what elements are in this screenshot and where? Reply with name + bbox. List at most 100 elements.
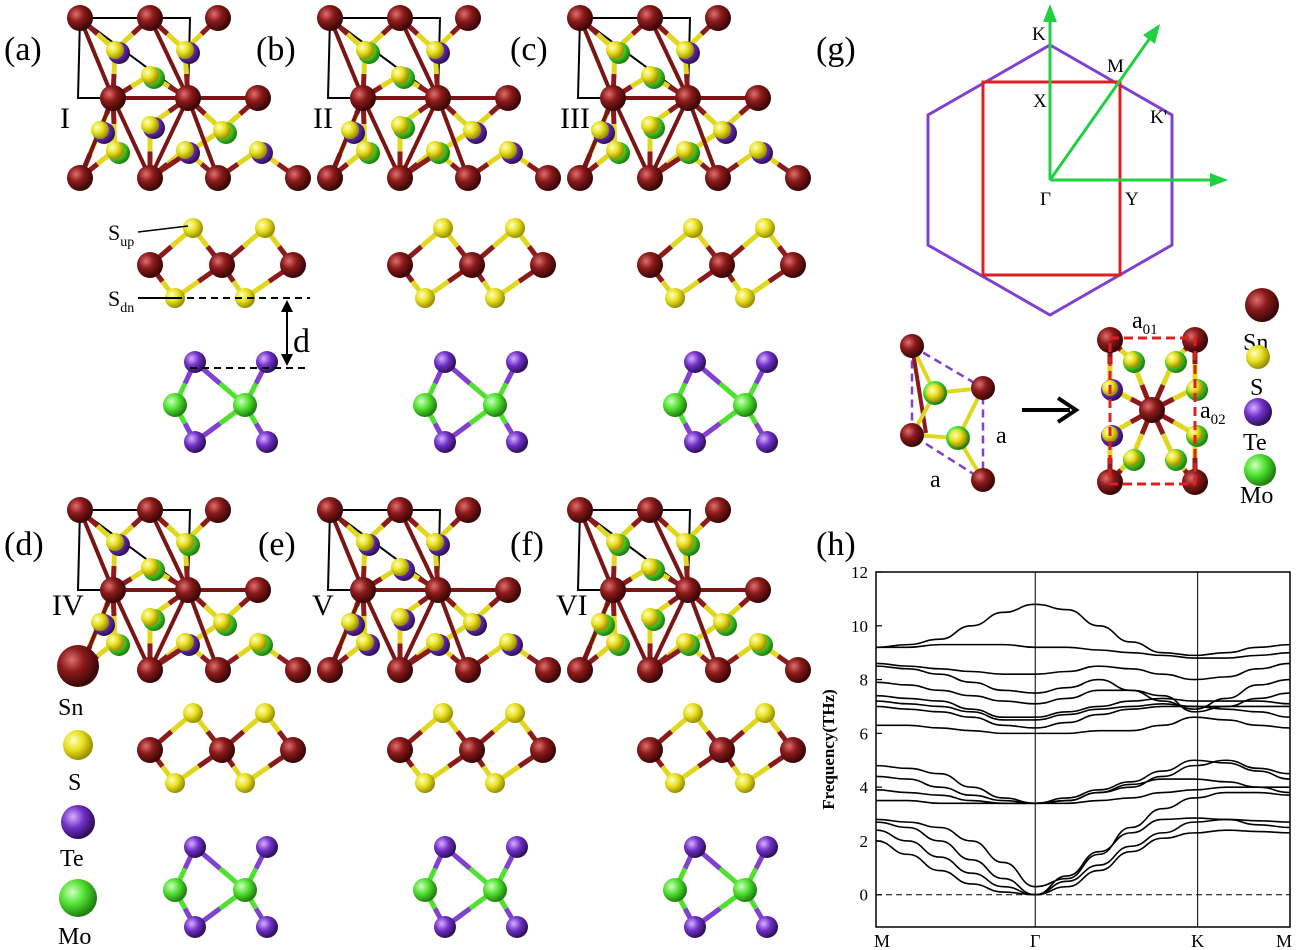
x-tick-label: K bbox=[1191, 931, 1204, 950]
s-atom bbox=[391, 558, 409, 576]
s-atom bbox=[255, 703, 275, 723]
phonon-band bbox=[875, 791, 1291, 888]
mo-atom bbox=[733, 878, 757, 902]
sn-atom bbox=[285, 657, 311, 683]
bond bbox=[686, 97, 720, 179]
sn-atom bbox=[535, 165, 561, 191]
s-atom bbox=[505, 703, 525, 723]
axis-diag-head bbox=[1143, 24, 1160, 44]
sn-atom bbox=[1097, 327, 1123, 353]
s-atom bbox=[676, 141, 694, 159]
bond bbox=[361, 589, 402, 671]
s-atom bbox=[426, 141, 444, 159]
sn-atom bbox=[387, 5, 413, 31]
te-atom bbox=[756, 431, 778, 453]
legend-te-label: Te bbox=[60, 846, 84, 872]
phonon-band bbox=[875, 694, 1291, 719]
bond bbox=[148, 17, 190, 99]
sn-atom bbox=[785, 165, 811, 191]
bond bbox=[148, 589, 190, 671]
phonon-band bbox=[875, 662, 1291, 681]
s-atom bbox=[91, 121, 109, 139]
s-atom bbox=[141, 66, 159, 84]
unit-cell-transform: a a a01 a02 bbox=[900, 308, 1226, 495]
s-atom bbox=[106, 141, 124, 159]
sn-atom bbox=[100, 85, 126, 111]
panel-label-f: (f) bbox=[510, 526, 544, 563]
s-atom bbox=[641, 66, 659, 84]
sn-atom bbox=[137, 657, 163, 683]
sn-atom bbox=[209, 252, 235, 278]
sn-atom bbox=[567, 497, 593, 523]
sn-atom bbox=[205, 497, 231, 523]
s-atom bbox=[141, 116, 159, 134]
sn-atom bbox=[785, 657, 811, 683]
s-atom bbox=[91, 613, 109, 631]
sn-atom bbox=[1139, 397, 1165, 423]
te-atom bbox=[434, 916, 456, 938]
phonon-band bbox=[876, 716, 1291, 735]
sn-atom bbox=[245, 577, 271, 603]
legend-te-atom bbox=[61, 805, 95, 839]
sn-atom bbox=[637, 737, 663, 763]
top-view-structure bbox=[67, 497, 311, 683]
bond bbox=[148, 97, 190, 179]
bond bbox=[398, 509, 440, 591]
te-atom bbox=[684, 836, 706, 858]
top-view-structure bbox=[67, 5, 311, 191]
s-atom bbox=[391, 608, 409, 626]
mo-atom bbox=[663, 393, 687, 417]
sn-atom bbox=[317, 657, 343, 683]
s-atom bbox=[356, 533, 374, 551]
te-atom bbox=[756, 836, 778, 858]
phonon-band bbox=[875, 759, 1291, 805]
panel-label-e: (e) bbox=[258, 526, 296, 563]
bond bbox=[398, 589, 440, 671]
d-label: d bbox=[293, 323, 310, 360]
s-atom bbox=[755, 703, 775, 723]
s-atom bbox=[176, 633, 194, 651]
sn-atom bbox=[137, 252, 163, 278]
te-atom bbox=[184, 836, 206, 858]
bond bbox=[648, 509, 690, 591]
legend-s-atom bbox=[63, 730, 93, 760]
panel-label-h: (h) bbox=[816, 526, 856, 563]
te-atom bbox=[434, 431, 456, 453]
bz-label-kp: K' bbox=[1150, 107, 1167, 128]
s-atom bbox=[499, 141, 517, 159]
mo-atom bbox=[483, 393, 507, 417]
phonon-band bbox=[876, 786, 1290, 805]
s-atom bbox=[391, 116, 409, 134]
s-atom bbox=[141, 558, 159, 576]
s-atom bbox=[463, 613, 481, 631]
s-atom bbox=[749, 633, 767, 651]
sn-atom bbox=[705, 497, 731, 523]
mo-atom bbox=[413, 393, 437, 417]
sn-atom bbox=[530, 737, 556, 763]
sn-atom bbox=[285, 165, 311, 191]
config-label-1: I bbox=[60, 102, 70, 135]
element-legend-left: Sn S Te Mo bbox=[57, 645, 99, 950]
d-arrow-down-head bbox=[281, 354, 293, 366]
bz-label-k: K bbox=[1032, 24, 1046, 45]
panel-label-d: (d) bbox=[4, 526, 44, 563]
s-atom bbox=[1124, 450, 1140, 466]
panel-label-g: (g) bbox=[816, 31, 856, 68]
rectangular-cell-outline bbox=[1108, 336, 1197, 486]
sn-atom bbox=[675, 85, 701, 111]
s-atom bbox=[591, 121, 609, 139]
phonon-band bbox=[875, 603, 1291, 657]
bond bbox=[648, 97, 690, 179]
te-atom bbox=[184, 916, 206, 938]
s-atom bbox=[106, 41, 124, 59]
s-atom bbox=[176, 533, 194, 551]
legend-sn-atom bbox=[57, 645, 99, 687]
sn-atom bbox=[455, 165, 481, 191]
y-tick-label: 6 bbox=[860, 724, 869, 743]
s-atom bbox=[1166, 450, 1182, 466]
s-up-label: Sup bbox=[108, 220, 134, 250]
sn-atom bbox=[387, 165, 413, 191]
sn-atom bbox=[350, 85, 376, 111]
te-atom bbox=[506, 836, 528, 858]
bond bbox=[328, 17, 365, 99]
